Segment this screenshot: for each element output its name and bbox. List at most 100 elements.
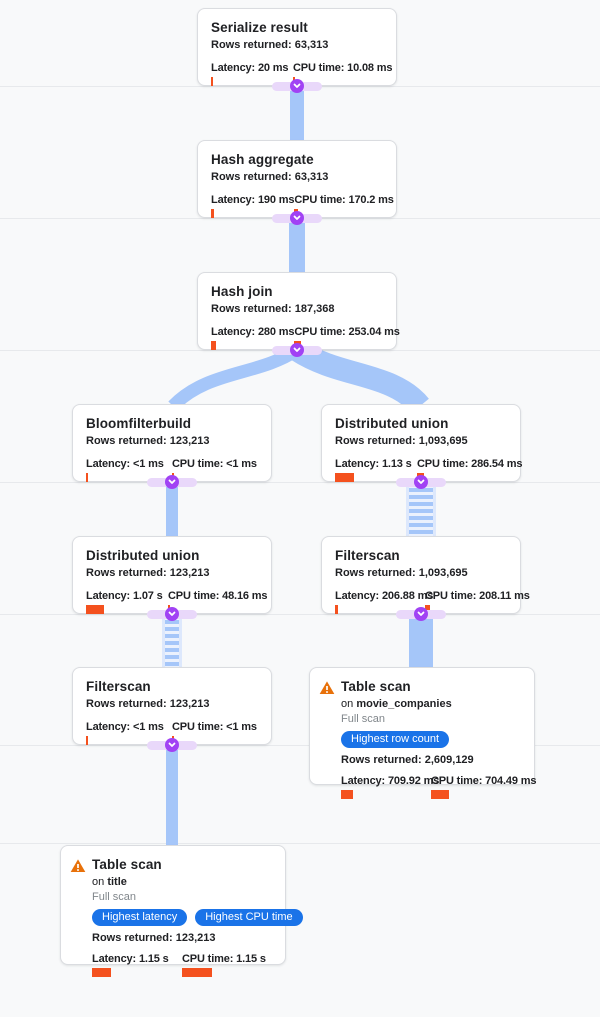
rows-returned: Rows returned: 63,313 — [211, 171, 329, 183]
node-hash-aggregate[interactable]: Hash aggregate Rows returned: 63,313 Lat… — [197, 140, 397, 218]
level-divider — [0, 745, 600, 746]
edge-hashaggregate-hashjoin — [289, 217, 305, 273]
table-name: on title — [92, 876, 127, 888]
latency-label: Latency: <1 ms — [86, 721, 164, 733]
chevron-down-icon — [417, 479, 425, 484]
latency-bar — [335, 473, 354, 482]
edge-serialize-hashaggregate — [290, 85, 304, 141]
chevron-down-icon — [168, 611, 176, 616]
latency-bar — [86, 473, 88, 482]
node-distributed-union-right[interactable]: Distributed union Rows returned: 1,093,6… — [321, 404, 523, 482]
node-title: Bloomfilterbuild — [86, 416, 192, 431]
node-serialize-result[interactable]: Serialize result Rows returned: 63,313 L… — [197, 8, 397, 86]
node-distributed-union-left[interactable]: Distributed union Rows returned: 123,213… — [72, 536, 272, 614]
metrics: Latency: <1 ms CPU time: <1 ms — [86, 458, 258, 482]
rows-returned: Rows returned: 123,213 — [86, 698, 210, 710]
node-title: Distributed union — [86, 548, 200, 563]
edge-distributedunion-filterscan-right — [406, 481, 436, 537]
edge-filterscan-tablescan-right — [409, 613, 433, 668]
metrics: Latency: <1 ms CPU time: <1 ms — [86, 721, 258, 745]
cpu-time-label: CPU time: <1 ms — [172, 458, 257, 470]
rows-returned: Rows returned: 63,313 — [211, 39, 329, 51]
metrics: Latency: 20 ms CPU time: 10.08 ms — [211, 62, 393, 86]
chevron-down-icon — [293, 215, 301, 220]
table-name: on movie_companies — [341, 698, 452, 710]
latency-bar — [341, 790, 353, 799]
latency-label: Latency: 1.07 s — [86, 590, 163, 602]
rows-returned: Rows returned: 1,093,695 — [335, 567, 468, 579]
chevron-down-icon — [293, 347, 301, 352]
collapse-connector-filterscan-right[interactable] — [414, 607, 428, 621]
level-divider — [0, 614, 600, 615]
latency-bar — [92, 968, 111, 977]
badge-row: Highest latency Highest CPU time — [92, 909, 303, 926]
node-filterscan-left[interactable]: Filterscan Rows returned: 123,213 Latenc… — [72, 667, 272, 745]
collapse-connector-bloomfilterbuild[interactable] — [165, 475, 179, 489]
cpu-time-label: CPU time: 48.16 ms — [168, 590, 268, 602]
node-title: Distributed union — [335, 416, 449, 431]
latency-label: Latency: 709.92 ms — [341, 775, 440, 787]
latency-bar — [86, 736, 88, 745]
highest-cpu-time-badge: Highest CPU time — [195, 909, 303, 926]
badge-row: Highest row count — [341, 731, 521, 748]
rows-returned: Rows returned: 123,213 — [86, 435, 210, 447]
cpu-time-label: CPU time: 704.49 ms — [431, 775, 537, 787]
collapse-connector-serialize[interactable] — [290, 79, 304, 93]
latency-label: Latency: 20 ms — [211, 62, 289, 74]
metrics: Latency: 1.07 s CPU time: 48.16 ms — [86, 590, 268, 614]
chevron-down-icon — [168, 742, 176, 747]
node-hash-join[interactable]: Hash join Rows returned: 187,368 Latency… — [197, 272, 400, 350]
latency-bar — [86, 605, 104, 614]
edge-distributedunion-filterscan-left — [162, 613, 182, 668]
cpu-time-label: CPU time: 286.54 ms — [417, 458, 523, 470]
warning-triangle-icon — [70, 858, 86, 874]
warning-triangle-icon — [319, 680, 335, 696]
rows-returned: Rows returned: 187,368 — [211, 303, 335, 315]
highest-latency-badge: Highest latency — [92, 909, 188, 926]
edge-hashjoin-split — [168, 346, 429, 408]
latency-bar — [211, 209, 214, 218]
chevron-down-icon — [417, 611, 425, 616]
node-title: Hash aggregate — [211, 152, 314, 167]
node-title: Filterscan — [86, 679, 151, 694]
highest-row-count-badge: Highest row count — [341, 731, 450, 748]
collapse-connector-distributed-union-left[interactable] — [165, 607, 179, 621]
rows-returned: Rows returned: 123,213 — [92, 932, 216, 944]
node-title: Table scan — [341, 679, 411, 694]
node-bloomfilterbuild[interactable]: Bloomfilterbuild Rows returned: 123,213 … — [72, 404, 272, 482]
node-table-scan-title[interactable]: Table scan on title Full scan Highest la… — [60, 845, 303, 977]
metrics: Latency: 709.92 ms CPU time: 704.49 ms — [341, 775, 537, 799]
collapse-connector-hash-join[interactable] — [290, 343, 304, 357]
latency-bar — [335, 605, 338, 614]
edge-filterscan-tablescan-left — [166, 744, 178, 846]
rows-returned: Rows returned: 123,213 — [86, 567, 210, 579]
latency-bar — [211, 341, 216, 350]
scan-type: Full scan — [341, 713, 386, 725]
collapse-connector-hash-aggregate[interactable] — [290, 211, 304, 225]
collapse-connector-filterscan-left[interactable] — [165, 738, 179, 752]
node-table-scan-movie-companies[interactable]: Table scan on movie_companies Full scan … — [309, 667, 537, 799]
latency-label: Latency: <1 ms — [86, 458, 164, 470]
latency-label: Latency: 1.15 s — [92, 953, 169, 965]
latency-label: Latency: 206.88 ms — [335, 590, 434, 602]
rows-returned: Rows returned: 2,609,129 — [341, 754, 474, 766]
node-filterscan-right[interactable]: Filterscan Rows returned: 1,093,695 Late… — [321, 536, 530, 614]
metrics: Latency: 280 ms CPU time: 253.04 ms — [211, 326, 400, 350]
scan-type: Full scan — [92, 891, 137, 903]
metrics: Latency: 206.88 ms CPU time: 208.11 ms — [335, 590, 530, 614]
cpu-time-label: CPU time: 1.15 s — [182, 953, 266, 965]
cpu-time-bar — [182, 968, 212, 977]
cpu-time-bar — [425, 605, 430, 614]
chevron-down-icon — [168, 479, 176, 484]
rows-returned: Rows returned: 1,093,695 — [335, 435, 468, 447]
collapse-connector-distributed-union-right[interactable] — [414, 475, 428, 489]
edge-bloomfilterbuild-distributedunion — [166, 481, 178, 537]
cpu-time-label: CPU time: 253.04 ms — [294, 326, 400, 338]
metrics: Latency: 1.15 s CPU time: 1.15 s — [92, 953, 272, 977]
cpu-time-label: CPU time: 170.2 ms — [294, 194, 394, 206]
cpu-time-bar — [431, 790, 449, 799]
node-title: Hash join — [211, 284, 273, 299]
cpu-time-label: CPU time: 10.08 ms — [293, 62, 393, 74]
latency-label: Latency: 1.13 s — [335, 458, 412, 470]
